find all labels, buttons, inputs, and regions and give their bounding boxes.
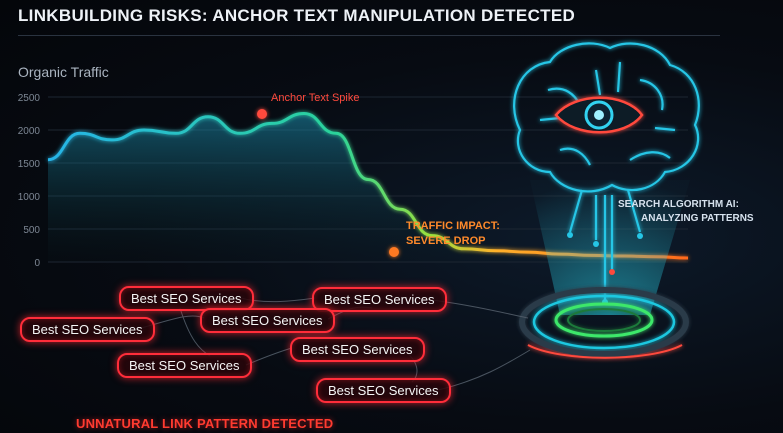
anchor-link-tag: Best SEO Services [200, 308, 335, 333]
anchor-link-tag: Best SEO Services [119, 286, 254, 311]
ai-label-line2: ANALYZING PATTERNS [641, 213, 754, 224]
scanner-platform [519, 287, 689, 359]
impact-annotation-line2: SEVERE DROP [406, 235, 485, 247]
scan-beam [530, 180, 690, 315]
spike-marker-dot [257, 109, 267, 119]
y-tick-label: 0 [34, 258, 40, 269]
anchor-link-tag: Best SEO Services [316, 378, 451, 403]
y-tick-label: 500 [23, 225, 40, 236]
y-tick-label: 1500 [18, 159, 41, 170]
anchor-link-tag: Best SEO Services [312, 287, 447, 312]
spike-annotation: Anchor Text Spike [271, 92, 359, 104]
chart-title: Organic Traffic [18, 64, 109, 80]
traffic-area [48, 113, 688, 262]
anchor-link-tag: Best SEO Services [290, 337, 425, 362]
y-tick-label: 2000 [18, 126, 41, 137]
anchor-link-tag: Best SEO Services [117, 353, 252, 378]
anchor-link-tag: Best SEO Services [20, 317, 155, 342]
eye-icon [554, 96, 644, 134]
title-divider [18, 35, 720, 36]
impact-marker-dot [389, 247, 399, 257]
ai-label-line1: SEARCH ALGORITHM AI: [618, 199, 739, 210]
brain-icon [513, 42, 700, 300]
footer-warning: UNNATURAL LINK PATTERN DETECTED [76, 416, 334, 431]
y-axis-labels: 2500 2000 1500 1000 500 0 [18, 93, 41, 269]
y-tick-label: 1000 [18, 192, 41, 203]
page-title: LINKBUILDING RISKS: ANCHOR TEXT MANIPULA… [18, 6, 576, 25]
impact-annotation-line1: TRAFFIC IMPACT: [406, 220, 500, 232]
y-tick-label: 2500 [18, 93, 41, 104]
